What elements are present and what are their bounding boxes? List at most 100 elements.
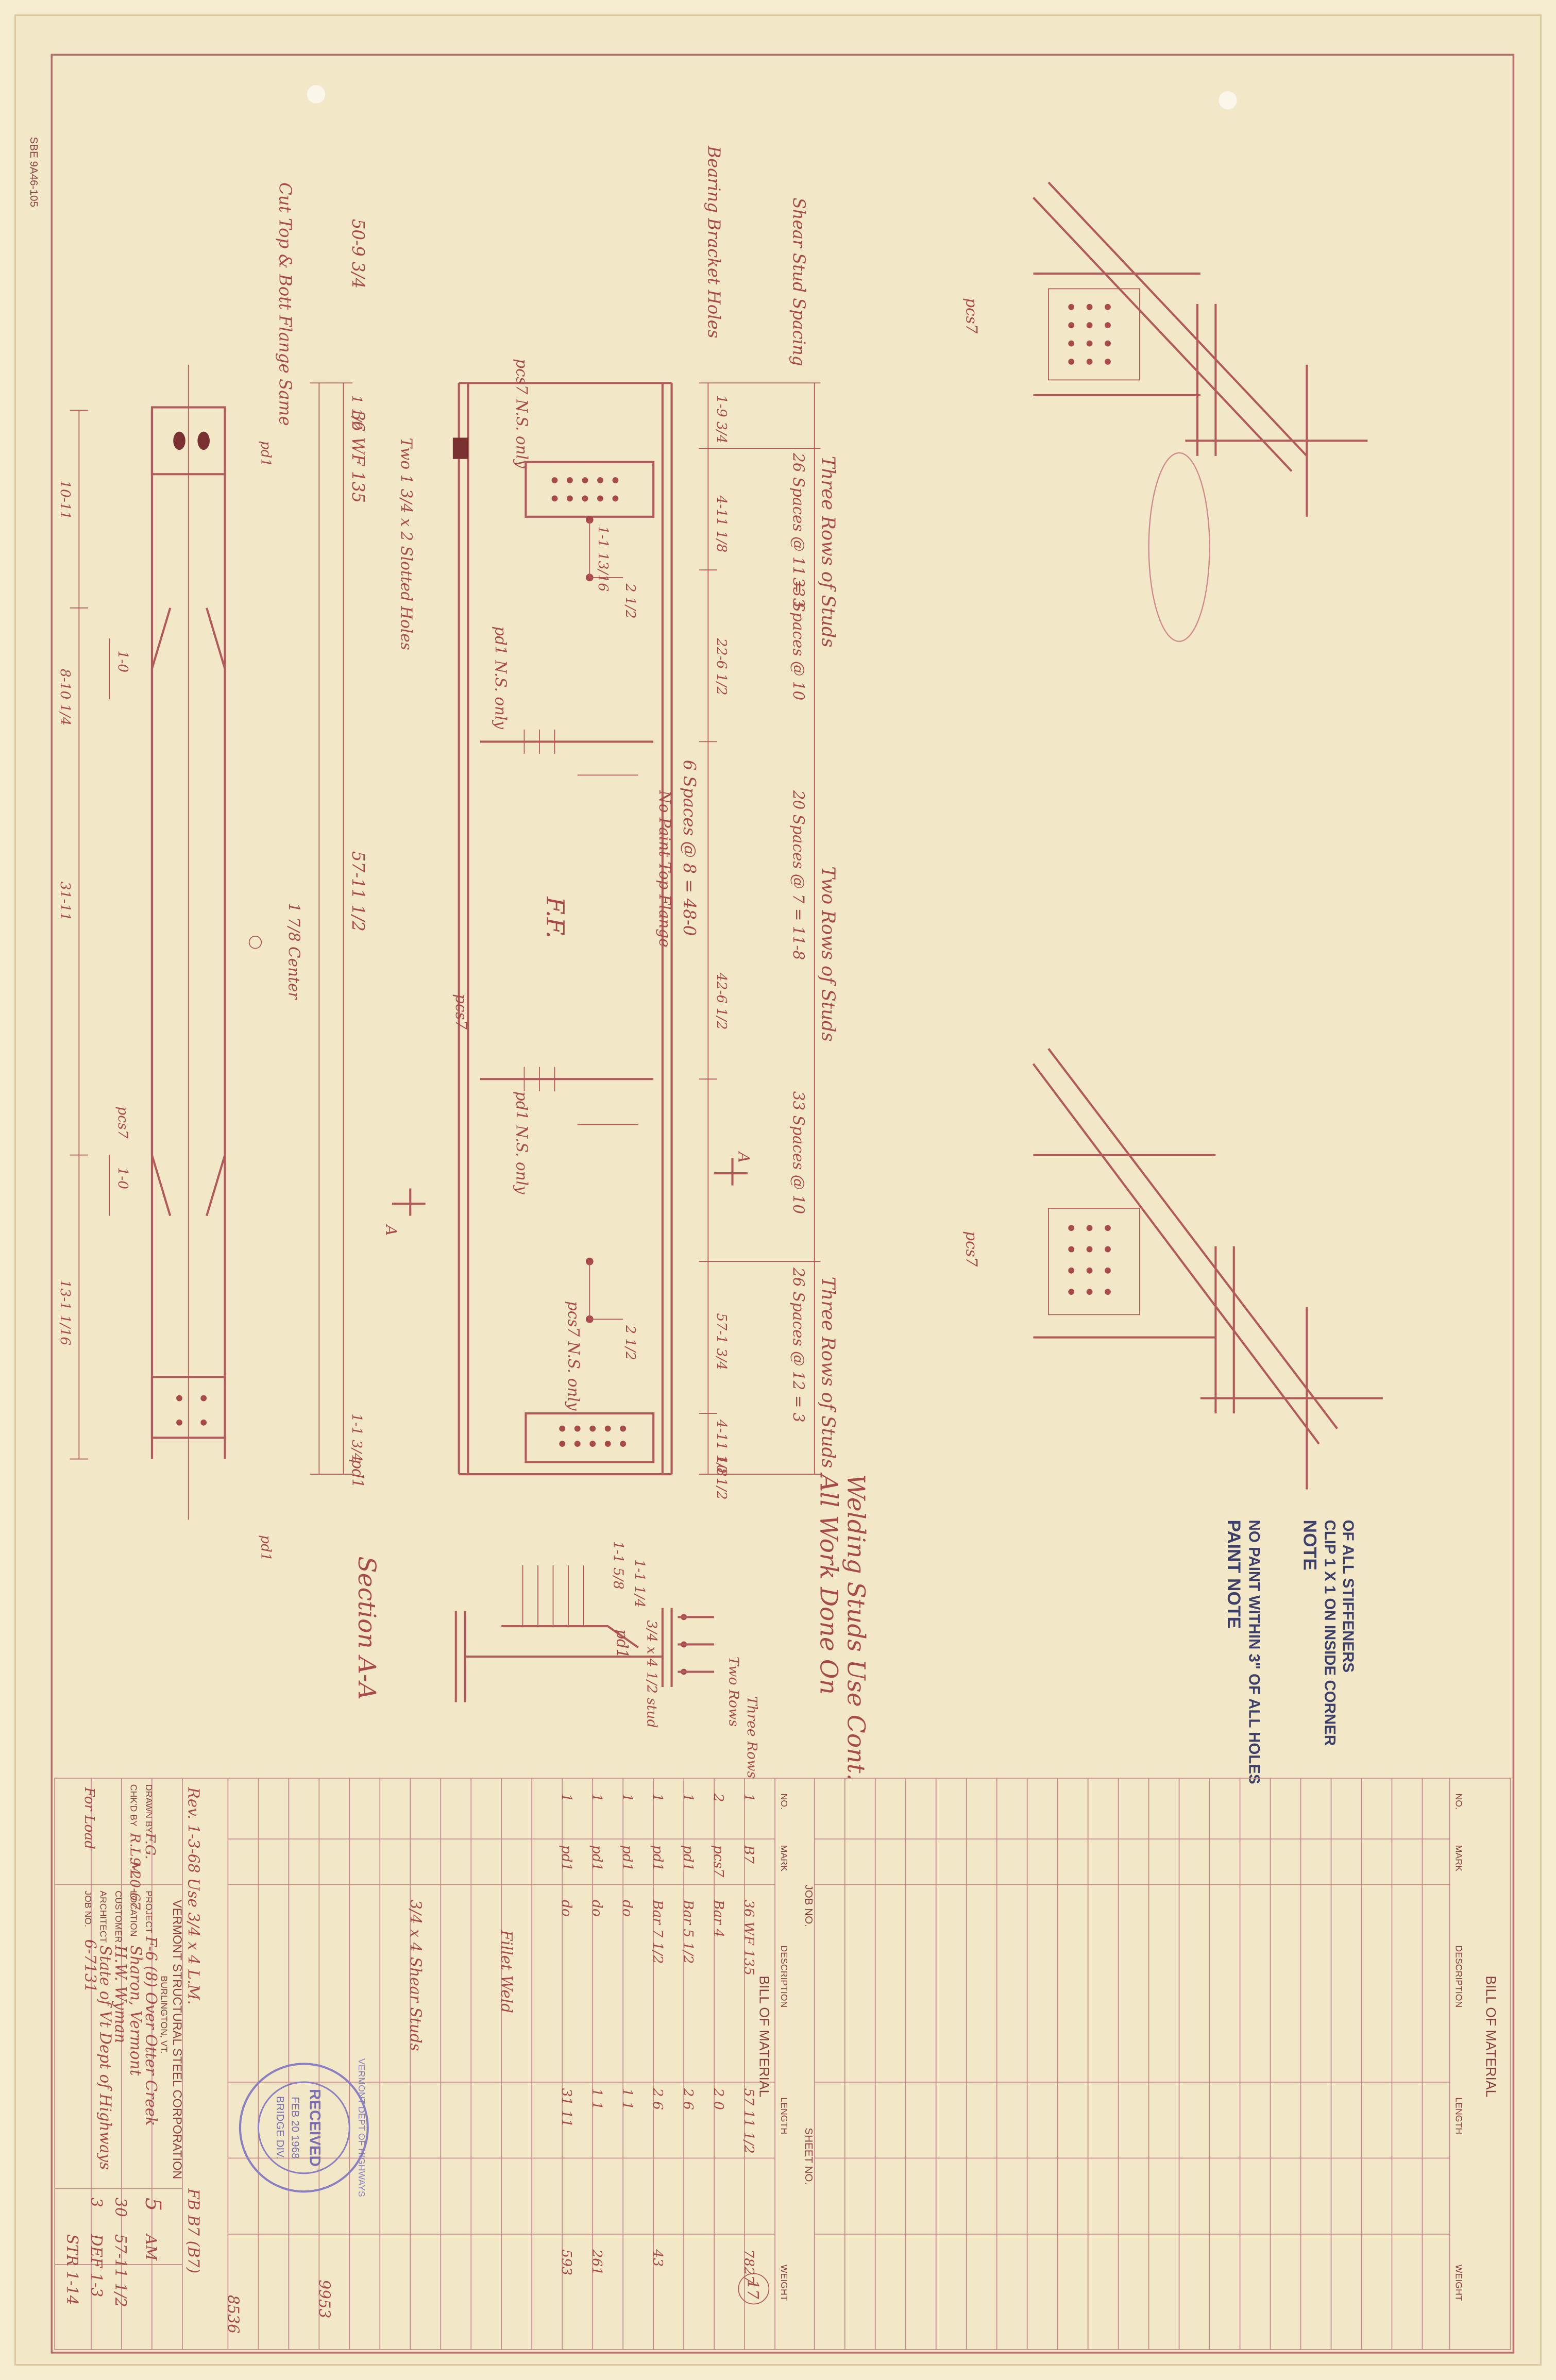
cut-flange-label: Cut Top & Bott Flange Same [276, 182, 295, 426]
margin-text: SBE 9A46-105 [28, 137, 40, 207]
bom-no: 1 [741, 1793, 757, 1802]
pd1-ns-label: pd1 N.S. only [513, 1091, 531, 1194]
bom-desc: do [559, 1900, 574, 1917]
bom-weight: 261 [589, 2249, 605, 2275]
bearing-holes-label: Bearing Bracket Holes [704, 145, 723, 338]
qty-2: 3 [88, 2198, 105, 2207]
bom-row: 1 B7 36 WF 135 57 11 1/2 7827 [741, 1793, 757, 2284]
bom-weight: 43 [650, 2249, 666, 2267]
plan-dim-mid2: 31-11 [57, 882, 73, 921]
plan-dim-mid1: 8-10 1/4 [57, 669, 73, 726]
col-no-right: NO. [1453, 1793, 1464, 1809]
col-description: DESCRIPTION [779, 1945, 789, 2007]
bom-desc: do [589, 1900, 605, 1917]
stiffener-detail-bottom: pcs7 [963, 1048, 1383, 1490]
bolt-hole [176, 1395, 182, 1402]
two-rows-label: Two Rows of Studs [818, 866, 839, 1041]
circled-area [1148, 452, 1210, 642]
bom-mark: pd1 [680, 1845, 696, 1871]
architect-label: ARCHITECT [98, 1891, 109, 1943]
flange-taper [150, 607, 172, 1217]
pd1-ns-label: pd1 N.S. only [492, 626, 509, 729]
bom-row: 2 pcs7 Bar 4 2 0 [711, 1793, 726, 2110]
stamp-division: BRIDGE DIV. [274, 2096, 286, 2159]
sheet-reference: FB B7 (B7) [185, 2188, 202, 2273]
bom-total: 8536 [224, 2295, 242, 2334]
bom-no: 1 [559, 1793, 574, 1802]
col-mark-right: MARK [1453, 1845, 1464, 1871]
section-title: Section A-A [352, 1556, 381, 1700]
one-foot-dim: 1-0 [115, 650, 131, 672]
dim-b: 22-6 1/2 [714, 638, 730, 696]
slotted-hole [452, 437, 468, 459]
col-weight-right: WEIGHT [1453, 2265, 1464, 2301]
job-no-label: JOB NO. [803, 1884, 815, 1927]
architect-value: State of Vt Dept of Highways [97, 1945, 114, 2170]
bom-length: 57 11 1/2 [741, 2088, 757, 2154]
bolt-hole [176, 1419, 182, 1426]
bolt-pattern-left [551, 477, 619, 502]
bom-title: BILL OF MATERIAL [757, 1976, 772, 2097]
col-mark: MARK [779, 1845, 789, 1871]
paint-note-text: NO PAINT WITHIN 3" OF ALL HOLES [1245, 1520, 1262, 1784]
col-weight: WEIGHT [779, 2265, 789, 2301]
paper-sheet [14, 14, 1542, 2366]
project-value: F-6 (8) Over Otter Creek [142, 1936, 160, 2126]
bom-mark: pd1 [619, 1845, 635, 1871]
sheet-circle [738, 2273, 770, 2305]
received-stamp: VERMONT DEPT OF HIGHWAYS RECEIVED FEB 20… [239, 2058, 369, 2197]
col-no: NO. [779, 1793, 789, 1809]
dim-end: 10 1/2 [714, 1456, 730, 1500]
stud-spacing-5: 26 Spaces @ 12 = 3 [789, 1267, 807, 1423]
bom-desc: do [619, 1900, 635, 1917]
welding-note: Welding Studs Use Cont. [842, 1474, 870, 1781]
beam-size-label: 36 WF 135 [348, 410, 368, 503]
bolt-hole [200, 1395, 207, 1402]
no-paint-label: No Paint Top Flange [656, 790, 673, 948]
plan-dim-right: 13-1 1/16 [57, 1280, 73, 1346]
bom-desc: Bar 4 [711, 1899, 726, 1937]
dim-a: 4-11 1/8 [714, 495, 730, 553]
bom-steel-total: 9953 [315, 2280, 333, 2318]
bolt-hole [200, 1419, 207, 1426]
stamp-received: RECEIVED [307, 2089, 324, 2167]
bolt-gauge: 2 1/2 [622, 1325, 638, 1360]
paint-note-heading: PAINT NOTE [1224, 1520, 1244, 1629]
revision-note: Rev. 1-3-68 Use 3/4 x 4 L.M. [185, 1787, 202, 2005]
drawing-am: AM [142, 2233, 160, 2261]
bom-no: 1 [680, 1793, 696, 1802]
sheet-circle-number: 17 [744, 2280, 762, 2299]
pd1-bottom: pd1 [349, 1459, 366, 1489]
pd1-end: pd1 [258, 441, 274, 467]
bom-mark: pd1 [559, 1845, 574, 1871]
web-dim: 1-1 13/16 [595, 526, 611, 592]
col-length-right: LENGTH [1453, 2097, 1464, 2134]
bom-row: 1 pd1 do 1 1 [619, 1793, 635, 2109]
bom-no: 2 [711, 1793, 726, 1802]
one-foot-dim: 1-0 [115, 1167, 131, 1189]
three-rows-label: Three Rows of Studs [818, 456, 839, 648]
section-aa: Section A-A 1-1 5/8 1-1 1/4 pd1 3/4 x 4 … [352, 1541, 760, 1778]
stud-spacing-1: 26 Spaces @ 11 = 3 [789, 452, 807, 608]
section-dim1: 1-1 5/8 [610, 1541, 626, 1590]
drawing-border [50, 54, 1515, 2354]
note-heading: NOTE [1299, 1520, 1320, 1571]
company-city: BURLINGTON, VT. [159, 1976, 170, 2053]
spaces-label: 6 Spaces @ 8 = 48-0 [680, 760, 699, 936]
plan-dim-overall-left: 50-9 3/4 [348, 219, 368, 289]
bom-desc: Bar 5 1/2 [680, 1899, 696, 1964]
bom-no: 1 [589, 1793, 605, 1802]
jobno-label: JOB NO. [83, 1891, 93, 1927]
col-description-right: DESCRIPTION [1453, 1945, 1464, 2007]
sheet-no-label: SHEET NO. [803, 2128, 815, 2185]
bolt-pattern-right [559, 1425, 627, 1447]
for-load: For Load [81, 1787, 97, 1849]
pcs7-ns-label: pcs7 N.S. only [513, 359, 531, 468]
pcs7-mark-top: pcs7 [963, 298, 980, 334]
col-length: LENGTH [779, 2097, 789, 2134]
ref-3: STR 1-14 [63, 2234, 81, 2305]
drawing-number: 5 [141, 2198, 165, 2211]
overall-length: 57-11 1/2 [348, 851, 368, 932]
ref-1: 57-11 1/2 [112, 2234, 129, 2307]
